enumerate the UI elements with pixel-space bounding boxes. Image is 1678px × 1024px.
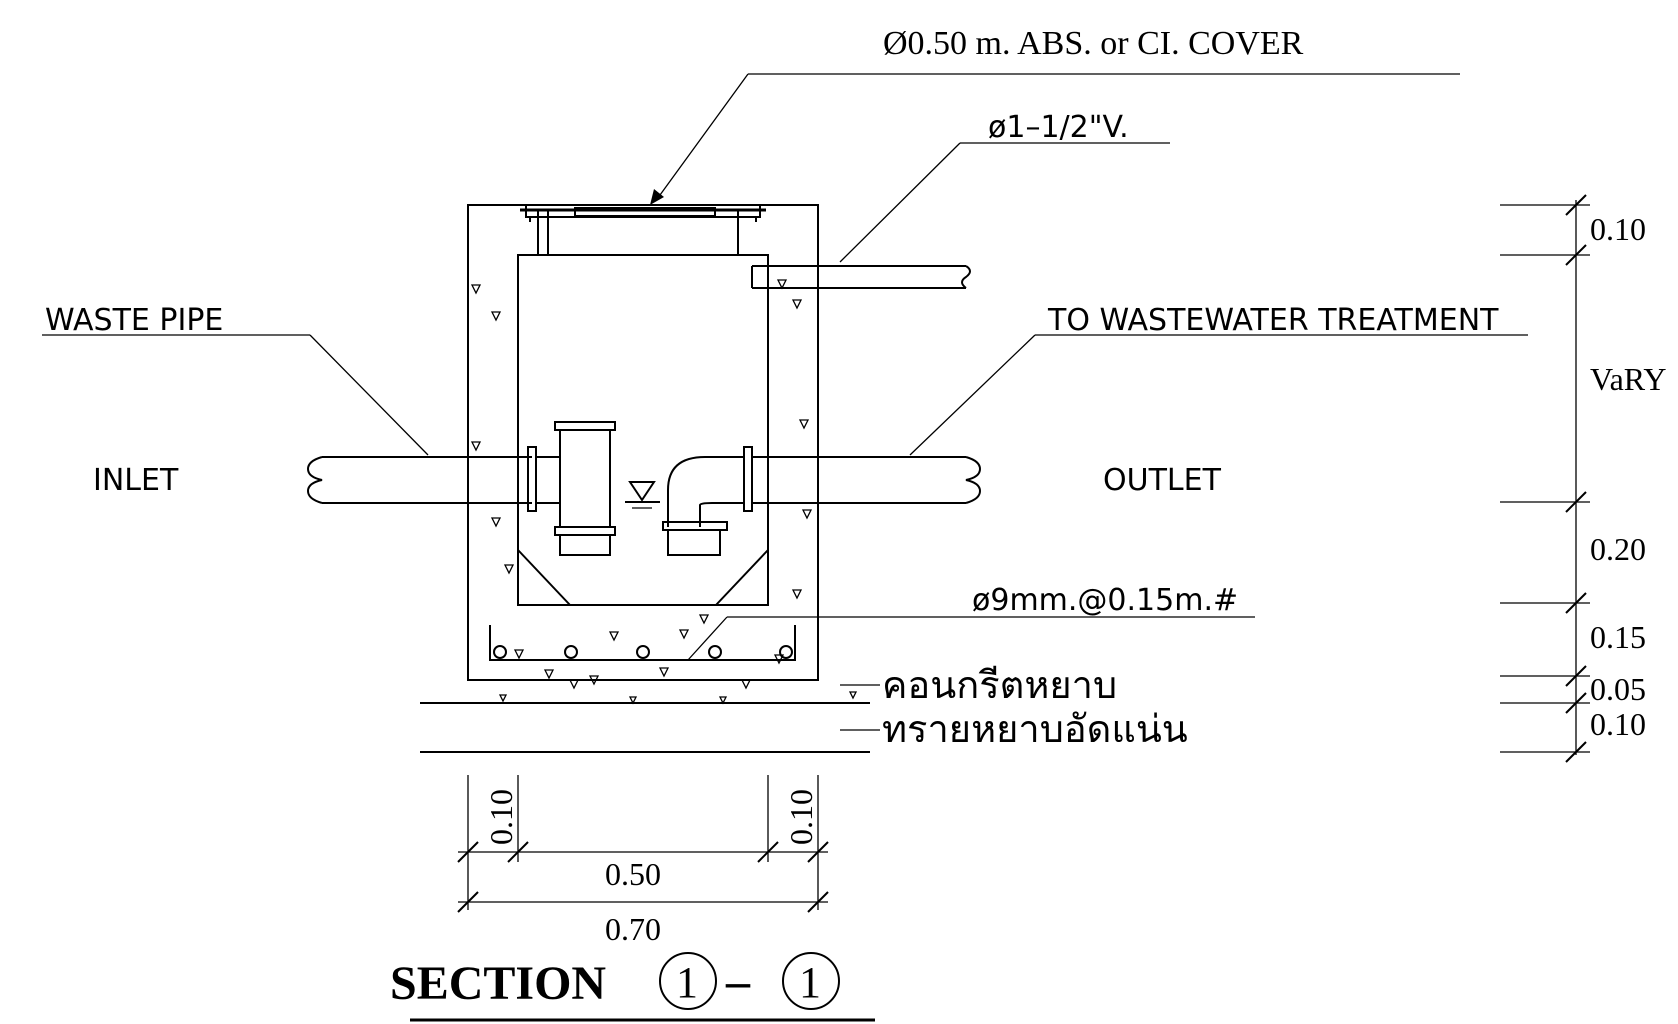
section-title: SECTION — [390, 957, 606, 1010]
cover-label: Ø0.50 m. ABS. or CI. COVER — [883, 25, 1304, 62]
lean-concrete-label: คอนกรีตหยาบ — [882, 663, 1117, 707]
dim-0-15: 0.15 — [1590, 619, 1646, 655]
water-level-symbol — [625, 481, 660, 509]
dim-inner-width: 0.50 — [605, 856, 661, 892]
vent-label: ø1–1/2"V. — [988, 110, 1129, 145]
section-title-graphics — [410, 952, 875, 1022]
dim-0-20: 0.20 — [1590, 531, 1646, 567]
section-right-number: 1 — [799, 958, 821, 1007]
vent-pipe — [751, 265, 971, 289]
base-rebar — [489, 625, 796, 661]
dim-0-10: 0.10 — [1590, 706, 1646, 742]
concrete-hatch — [470, 279, 858, 705]
outlet-pipe — [662, 446, 982, 556]
manhole-cover — [520, 204, 766, 222]
inlet-pipe — [306, 421, 616, 556]
outlet-label: OUTLET — [1103, 463, 1222, 498]
concrete-box — [467, 204, 819, 681]
section-left-number: 1 — [676, 958, 698, 1007]
to-treatment-label: TO WASTEWATER TREATMENT — [1047, 303, 1499, 338]
leader-lines — [42, 73, 1528, 731]
rebar-label: ø9mm.@0.15m.# — [972, 583, 1238, 618]
section-dash: – — [725, 955, 751, 1008]
bottom-dimensions — [457, 775, 829, 913]
dim-outer-width: 0.70 — [605, 911, 661, 947]
inlet-label: INLET — [93, 463, 179, 498]
dim-0-05: 0.05 — [1590, 671, 1646, 707]
waste-pipe-label: WASTE PIPE — [45, 303, 223, 338]
ground-layers — [420, 702, 870, 753]
right-dimensions — [1500, 194, 1590, 763]
compacted-sand-label: ทรายหยาบอัดแน่น — [882, 707, 1188, 751]
dim-vary: VaRY — [1590, 361, 1666, 397]
dim-wall-right: 0.10 — [783, 789, 819, 845]
dim-top: 0.10 — [1590, 211, 1646, 247]
dim-wall-left: 0.10 — [483, 789, 519, 845]
